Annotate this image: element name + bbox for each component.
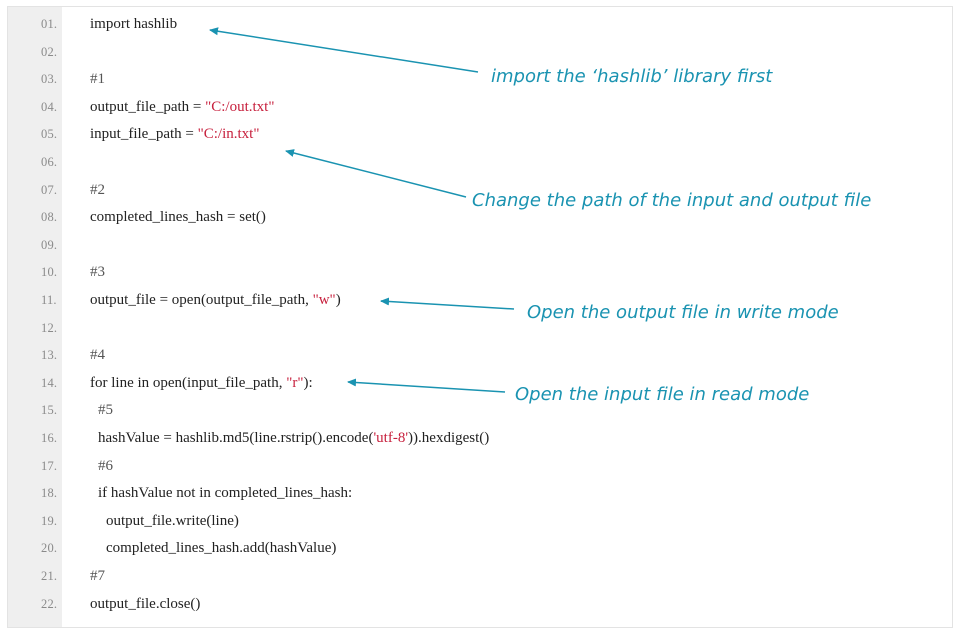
code-token: completed_lines_hash.add(hashValue) <box>106 540 337 557</box>
code-line: 17. #6 <box>8 457 954 487</box>
code-block: 01. import hashlib 02. 03. #1 04. output_file_… <box>7 6 953 628</box>
code-token: output_file.close() <box>90 595 201 612</box>
code-line: 13. #4 <box>8 348 954 376</box>
string-literal: "r" <box>286 374 304 391</box>
code-line: 18. if hashValue not in completed_lines_h… <box>8 486 954 514</box>
line-number: 13. <box>41 348 58 363</box>
line-code: completed_lines_hash.add(hashValue) <box>106 541 336 556</box>
line-number: 08. <box>41 210 58 225</box>
code-token: output_file = open(output_file_path, <box>90 292 313 308</box>
line-number: 09. <box>41 237 58 252</box>
code-line: 12. <box>8 322 954 349</box>
string-literal: "C:/out.txt" <box>205 98 275 115</box>
line-code: if hashValue not in completed_lines_hash… <box>98 486 352 501</box>
code-line: 09. <box>8 239 954 266</box>
code-comment: #7 <box>90 568 105 584</box>
code-line: 05. input_file_path = "C:/in.txt" <box>8 127 954 155</box>
code-line: 06. <box>8 156 954 183</box>
code-line: 15. #5 <box>8 403 954 431</box>
code-line: 21. #7 <box>8 569 954 597</box>
code-line: 14. for line in open(input_file_path, "r"… <box>8 374 954 404</box>
line-number: 17. <box>41 458 58 473</box>
string-literal: 'utf-8' <box>373 430 409 446</box>
code-comment: #3 <box>90 264 105 281</box>
code-token: ) <box>335 292 341 308</box>
code-token: hashValue = hashlib.md5(line.rstrip().en… <box>98 430 374 446</box>
code-line: 07. #2 <box>8 181 954 211</box>
string-literal: "w" <box>312 292 336 308</box>
line-code: import hashlib <box>90 17 177 32</box>
string-literal: "C:/in.txt" <box>197 126 260 143</box>
line-number-gutter <box>8 7 62 627</box>
line-number: 11. <box>41 293 57 307</box>
line-number: 21. <box>41 569 58 583</box>
line-code: output_file = open(output_file_path, "w"… <box>90 293 341 308</box>
code-token: for line in open(input_file_path, <box>90 374 287 391</box>
line-code: output_file_path = "C:/out.txt" <box>90 98 275 115</box>
code-line: 01. import hashlib <box>8 17 954 45</box>
line-code: for line in open(input_file_path, "r"): <box>90 374 313 391</box>
code-comment: #4 <box>90 347 105 364</box>
code-line: 10. #3 <box>8 265 954 293</box>
line-code: #5 <box>98 403 113 418</box>
line-code: #1 <box>90 72 105 87</box>
code-comment: #5 <box>98 402 113 419</box>
line-number: 18. <box>41 486 58 501</box>
code-line: 16. hashValue = hashlib.md5(line.rstrip()… <box>8 431 954 459</box>
line-number: 19. <box>41 513 58 528</box>
code-token: ): <box>303 374 313 391</box>
code-line: 04. output_file_path = "C:/out.txt" <box>8 98 954 128</box>
line-number: 12. <box>41 320 58 335</box>
code-token: output_file.write(line) <box>106 512 239 529</box>
code-token: input_file_path = <box>90 126 198 143</box>
line-code: #6 <box>98 457 113 474</box>
code-token: import hashlib <box>90 16 178 32</box>
line-number: 16. <box>41 431 58 445</box>
line-number: 14. <box>41 375 58 390</box>
line-code: input_file_path = "C:/in.txt" <box>90 127 259 142</box>
line-number: 20. <box>41 541 58 556</box>
code-line: 22. output_file.close() <box>8 595 954 625</box>
line-code: completed_lines_hash = set() <box>90 210 266 225</box>
code-comment: #6 <box>98 457 113 474</box>
code-token: output_file_path = <box>90 98 206 115</box>
line-code: #3 <box>90 265 105 280</box>
line-number: 03. <box>41 72 58 87</box>
line-number: 05. <box>41 127 58 142</box>
code-token: completed_lines_hash = set() <box>90 209 266 226</box>
code-line: 20. completed_lines_hash.add(hashValue) <box>8 541 954 569</box>
line-number: 10. <box>41 265 58 280</box>
line-code: #7 <box>90 569 105 584</box>
line-code: #2 <box>90 181 105 198</box>
line-number: 02. <box>41 44 58 59</box>
line-code: hashValue = hashlib.md5(line.rstrip().en… <box>98 431 489 446</box>
line-number: 22. <box>41 596 58 611</box>
code-comment: #2 <box>90 181 105 198</box>
code-line: 08. completed_lines_hash = set() <box>8 210 954 238</box>
line-number: 15. <box>41 403 58 418</box>
line-code: #4 <box>90 348 105 363</box>
line-number: 06. <box>41 155 58 169</box>
code-token: )).hexdigest() <box>408 430 490 446</box>
code-line: 19. output_file.write(line) <box>8 512 954 542</box>
line-number: 01. <box>41 17 58 31</box>
code-comment: #1 <box>90 71 105 88</box>
line-number: 07. <box>41 182 58 197</box>
line-code: output_file.close() <box>90 595 201 612</box>
code-line: 03. #1 <box>8 72 954 100</box>
code-line: 11. output_file = open(output_file_path, … <box>8 293 954 321</box>
code-line: 02. <box>8 46 954 73</box>
line-number: 04. <box>41 99 58 114</box>
line-code: output_file.write(line) <box>106 512 239 529</box>
code-token: if hashValue not in completed_lines_hash… <box>98 485 353 502</box>
